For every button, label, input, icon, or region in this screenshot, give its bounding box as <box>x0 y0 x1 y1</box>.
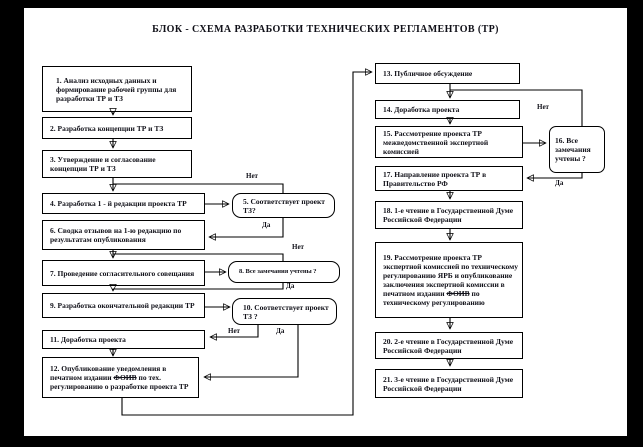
flow-box-15: 15. Рассмотрение проекта ТР межведомстве… <box>375 126 523 158</box>
flow-box-3: 3. Утверждение и согласование концепции … <box>42 150 192 178</box>
label-yes-8: Да <box>286 282 295 290</box>
decision-box-5: 5. Соответствует проект ТЗ? <box>232 193 335 218</box>
flow-box-18: 18. 1-е чтение в Государственной Думе Ро… <box>375 201 523 229</box>
flow-box-20: 20. 2-е чтение в Государственной Думе Ро… <box>375 332 523 359</box>
label-no-10: Нет <box>228 327 240 335</box>
flow-box-21: 21. 3-е чтение в Государственной Думе Ро… <box>375 369 523 398</box>
flow-box-7: 7. Проведение согласительного совещания <box>42 260 205 286</box>
flow-box-14: 14. Доработка проекта <box>375 100 520 119</box>
flow-box-9: 9. Разработка окончательной редакции ТР <box>42 293 205 318</box>
decision-box-16: 16. Все замечания учтены ? <box>549 126 605 173</box>
diagram-title: БЛОК - СХЕМА РАЗРАБОТКИ ТЕХНИЧЕСКИХ РЕГЛ… <box>152 24 499 35</box>
label-yes-10: Да <box>276 327 285 335</box>
flow-box-11: 11. Доработка проекта <box>42 330 205 349</box>
decision-box-10: 10. Соответствует проект ТЗ ? <box>232 298 337 325</box>
label-no-16: Нет <box>537 103 549 111</box>
label-yes-16: Да <box>555 179 564 187</box>
flow-box-2: 2. Разработка концепции ТР и ТЗ <box>42 117 192 139</box>
decision-box-8: 8. Все замечания учтены ? <box>228 261 340 283</box>
flow-box-13: 13. Публичное обсуждение <box>375 63 520 84</box>
flow-box-6: 6. Сводка отзывов на 1-ю редакцию по рез… <box>42 220 205 250</box>
flow-box-17: 17. Направление проекта ТР в Правительст… <box>375 166 523 191</box>
flow-box-12: 12. Опубликование уведомления в печатном… <box>42 357 199 398</box>
flow-box-4: 4. Разработка 1 - й редакции проекта ТР <box>42 193 205 214</box>
label-no-5: Нет <box>246 172 258 180</box>
flow-box-1: 1. Анализ исходных данных и формирование… <box>42 66 192 112</box>
flow-box-19: 19. Рассмотрение проекта ТР экспертной к… <box>375 242 523 318</box>
label-no-8: Нет <box>292 243 304 251</box>
label-yes-5: Да <box>262 221 271 229</box>
